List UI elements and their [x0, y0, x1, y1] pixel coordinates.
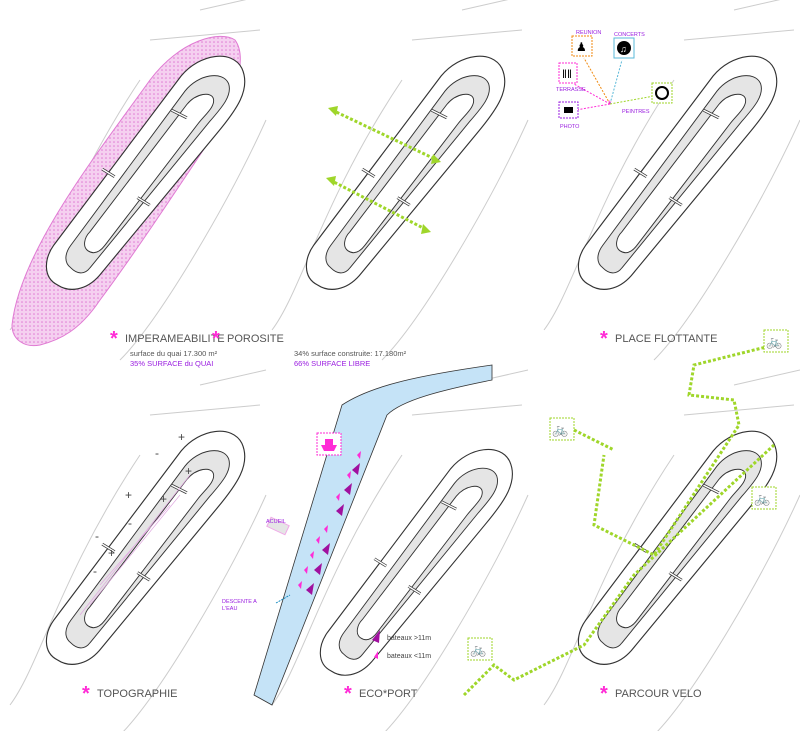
topography-signs: +- ++ -+ -+ -: [93, 430, 192, 578]
bike-routes: [462, 343, 776, 697]
acceuil-building: [266, 516, 290, 536]
panel-stat: 34% surface construite: 17.180m²: [294, 349, 407, 358]
panel-imperameabilite: * IMPERAMEABILITE surface du quai 17.300…: [9, 0, 267, 368]
big-boats: [306, 463, 360, 595]
legend-small: bateaux <11m: [387, 653, 431, 660]
svg-text:+: +: [160, 492, 167, 506]
photo-icon: [558, 101, 579, 119]
reunion-icon: ♟: [571, 35, 593, 57]
boat-icon: [316, 432, 342, 456]
place-marker: *: [608, 99, 612, 109]
label-peintres: PEINTRES: [622, 109, 650, 115]
legend-small-boat-icon: [374, 651, 378, 659]
star-icon: *: [82, 683, 90, 705]
panel-place-flottante: ♟ ♫ ǁǁ * REUNION CONCERTS TERRASSE PHOTO…: [543, 0, 800, 361]
panel-parcour-velo: 🚲 🚲 🚲 🚲 * PARCOUR VELO: [462, 329, 800, 731]
legend-big: bateaux >11m: [387, 635, 431, 642]
label-photo: PHOTO: [560, 124, 580, 130]
panel-title: ECO*PORT: [359, 688, 418, 700]
svg-text:+: +: [178, 430, 185, 444]
svg-text:♫: ♫: [620, 44, 627, 54]
svg-text:🚲: 🚲: [754, 491, 770, 506]
label-terrasse: TERRASSE: [556, 87, 586, 93]
svg-text:+: +: [108, 546, 115, 560]
panel-stat-highlight: 35% SURFACE du QUAI: [130, 359, 213, 368]
panel-title: PLACE FLOTTANTE: [615, 333, 717, 345]
label-descente: DESCENTE A: [222, 599, 257, 605]
svg-text:🚲: 🚲: [470, 642, 486, 657]
panel-ecoport: ACUEIL DESCENTE A L'EAU bateaux >11m bat…: [222, 364, 529, 731]
legend-big-boat-icon: [372, 630, 380, 643]
descente-arrow: [275, 594, 291, 604]
star-icon: *: [600, 683, 608, 705]
star-icon: *: [344, 683, 352, 705]
panel-topographie: +- ++ -+ -+ - * TOPOGRAPHIE: [9, 369, 267, 731]
panel-title: TOPOGRAPHIE: [97, 688, 177, 700]
svg-text:-: -: [95, 529, 99, 543]
svg-text:🚲: 🚲: [766, 334, 782, 349]
label-reunion: REUNION: [576, 30, 601, 36]
small-boats: [298, 451, 361, 589]
water-channel: [253, 364, 493, 706]
svg-text:-: -: [128, 516, 132, 530]
label-concerts: CONCERTS: [614, 32, 645, 38]
star-icon: *: [212, 328, 220, 350]
svg-text:♟: ♟: [576, 40, 587, 54]
porosity-arrows: [329, 108, 438, 232]
peintres-icon: [651, 82, 673, 104]
panel-title: PARCOUR VELO: [615, 688, 702, 700]
bike-icons: [467, 329, 789, 661]
panel-title: POROSITE: [227, 333, 284, 345]
svg-text:-: -: [93, 564, 97, 578]
svg-text:🚲: 🚲: [552, 422, 568, 437]
panel-stat: surface du quai 17.300 m²: [130, 349, 218, 358]
svg-text:ǁǁ: ǁǁ: [562, 67, 572, 81]
terrasse-icon: ǁǁ: [558, 62, 578, 84]
concerts-icon: ♫: [613, 37, 635, 59]
label-acceuil: ACUEIL: [266, 519, 286, 525]
star-icon: *: [110, 328, 118, 350]
star-icon: *: [600, 328, 608, 350]
panel-stat-highlight: 66% SURFACE LIBRE: [294, 359, 370, 368]
svg-text:+: +: [125, 488, 132, 502]
label-descente-2: L'EAU: [222, 606, 237, 612]
panel-title: IMPERAMEABILITE: [125, 333, 225, 345]
svg-text:+: +: [185, 464, 192, 478]
svg-text:-: -: [155, 446, 159, 460]
panel-porosite: * POROSITE 34% surface construite: 17.18…: [212, 0, 529, 368]
